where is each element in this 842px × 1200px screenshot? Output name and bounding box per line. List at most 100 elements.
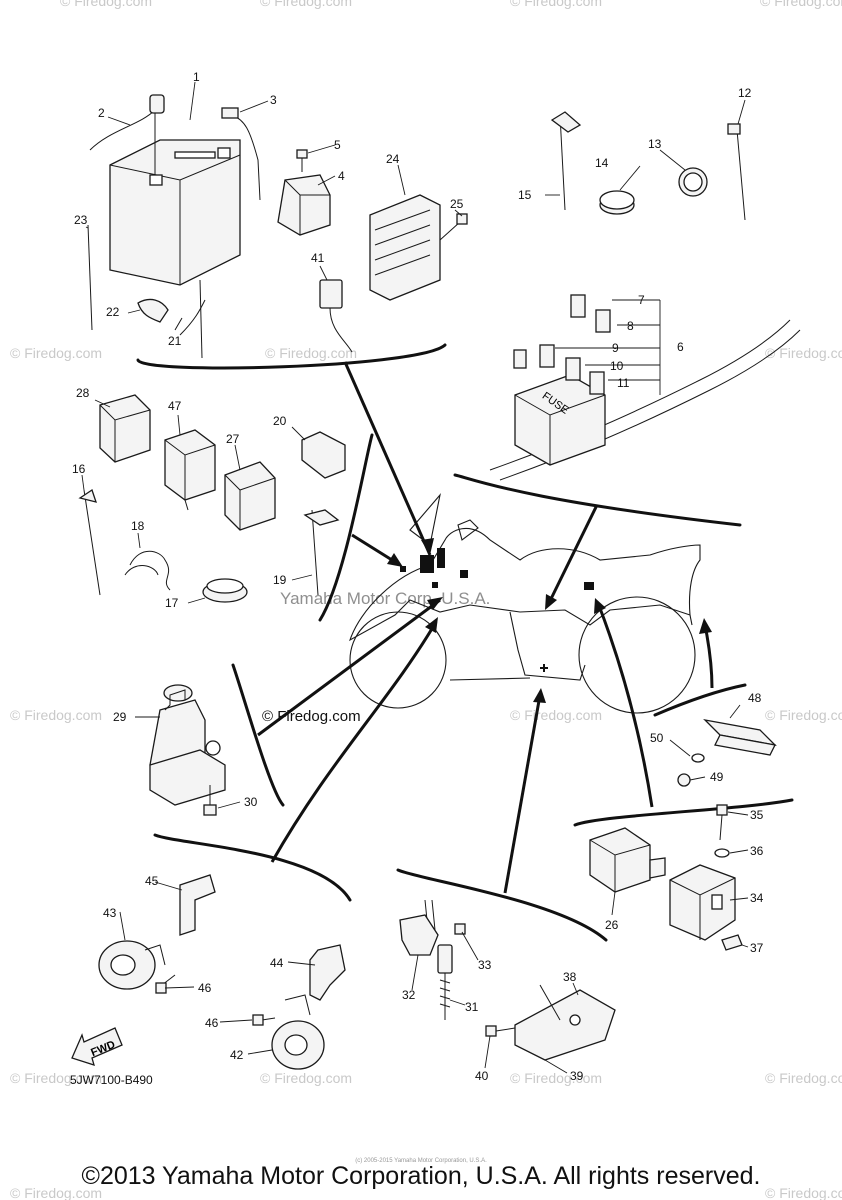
nut-49 [677,773,691,787]
part-number: 29 [113,710,127,724]
bolt-46b [252,1014,276,1026]
arrowhead [427,597,443,610]
location-marker [460,570,468,578]
arrow-battery-group [343,361,432,556]
part-number: 9 [612,341,619,355]
part-number: 27 [226,432,240,446]
clip-37 [721,934,743,951]
part-number: 28 [76,386,90,400]
arrow-reflector [703,624,714,689]
cable-tie-15 [559,114,566,211]
arrowhead [699,618,712,634]
bolt-30 [203,785,217,816]
fuse-group: FUSE [489,111,801,481]
arrowhead [425,617,438,633]
mirror [457,519,479,541]
part-number: 45 [145,874,159,888]
bracket-44 [309,944,346,1001]
cable-tie-16 [83,489,101,596]
watermark-firedog: © Firedog.com [10,707,102,723]
battery-band-clip [137,298,169,323]
bolt-25 [439,213,468,241]
part-number: 46 [198,981,212,995]
arrow-relay-rear [596,602,654,808]
part-number: 44 [270,956,284,970]
bolt-35 [716,804,728,841]
relay-group [78,394,346,603]
washer-50 [691,753,705,763]
part-number: 15 [518,188,532,202]
engine-lower [509,611,586,681]
bracket-main-switch [231,663,285,807]
part-number: 8 [627,319,634,333]
watermark-firedog: © Firedog.com [260,0,352,9]
bolt-40 [485,1025,516,1037]
bracket-45 [179,874,216,936]
part-number: 43 [103,906,117,920]
watermark-yamaha: Yamaha Motor Corp. U.S.A. [280,589,490,608]
switch-39 [514,984,616,1061]
watermark-firedog: © Firedog.com [10,1070,102,1086]
group-leaders [136,343,794,942]
reflector-group [677,718,777,787]
watermark-firedog: © Firedog.com [510,707,602,723]
part-number: 7 [638,293,645,307]
part-number: 12 [738,86,752,100]
relay-47 [164,429,216,511]
part-number: 18 [131,519,145,533]
relay-27 [224,461,276,531]
bracket-fuse-group [453,473,742,527]
part-number: 33 [478,958,492,972]
horn-42 [271,994,325,1070]
watermark-firedog: © Firedog.com [10,345,102,361]
cable-tie-19 [311,509,319,596]
fuse-11 [589,371,605,395]
part-number: 39 [570,1069,584,1083]
small-credit: (c) 2005-2015 Yamaha Motor Corporation, … [355,1158,487,1164]
part-number: 5 [334,138,341,152]
arrow-horn-group [270,621,438,863]
rear-wheel [578,596,696,714]
part-number: 21 [168,334,182,348]
arrowhead [533,688,546,703]
battery-band [87,224,93,331]
bracket-neutral-switch [396,868,608,942]
arrow-fuse-group [546,504,599,606]
part-number: 35 [750,808,764,822]
arrowhead [545,594,557,610]
diagram-code: 5JW7100-B490 [70,1073,153,1087]
battery-lead-negative [89,94,165,175]
arrow-main-switch [257,598,441,737]
fuse-spare [513,349,527,369]
cable-tie-12-head [727,123,741,135]
fuse-leaders [555,299,661,395]
watermark-firedog: © Firedog.com [265,345,357,361]
fuse-7 [570,294,586,318]
bracket-reflector [653,683,747,717]
part-number: 36 [750,844,764,858]
part-number: 22 [106,305,120,319]
clamp-18 [129,550,171,591]
part-number: 46 [205,1016,219,1030]
part-number: 16 [72,462,86,476]
part-number: 50 [650,731,664,745]
battery-group [87,94,468,359]
bolt-33 [454,923,466,935]
relay-34 [669,864,736,941]
part-number: 4 [338,169,345,183]
part-number: 49 [710,770,724,784]
part-number: 17 [165,596,179,610]
bracket-battery-group [136,343,447,370]
clamp-20 [301,431,346,479]
clamp-13 [678,167,708,197]
location-marker [400,566,406,572]
part-number: 25 [450,197,464,211]
starter-relay [277,174,331,236]
engine-base [449,677,531,681]
part-number: 2 [98,106,105,120]
part-number: 3 [270,93,277,107]
fwd-arrow-icon: FWD [71,1027,123,1066]
location-marker [432,582,438,588]
fuse-10 [565,357,581,381]
